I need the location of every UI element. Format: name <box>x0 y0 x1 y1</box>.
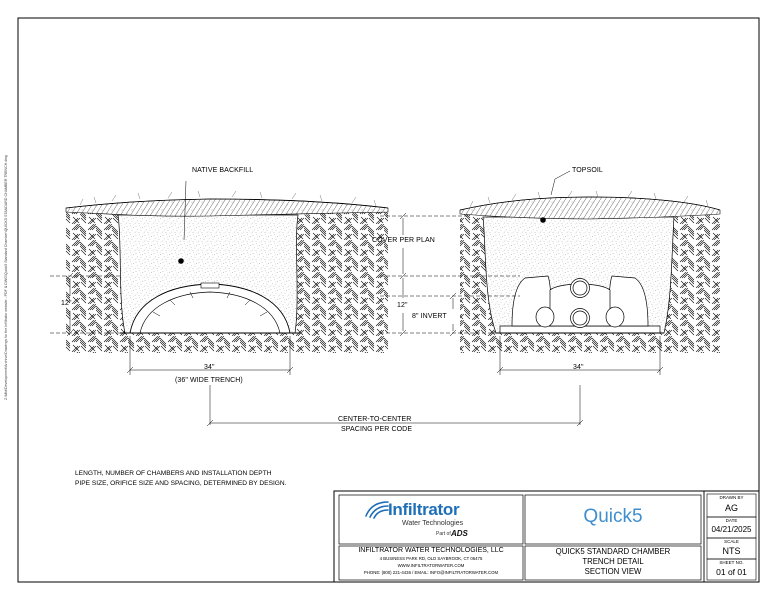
drawing-title-line1: QUICK5 STANDARD CHAMBER <box>555 547 671 556</box>
product-logo: Quick5 <box>583 506 643 527</box>
cover-per-plan-label: COVER PER PLAN <box>372 237 435 244</box>
scale-value: NTS <box>722 546 741 556</box>
ads-logo: ADS <box>451 529 468 538</box>
title-block <box>333 490 760 583</box>
trench-width-label: (36" WIDE TRENCH) <box>175 377 243 384</box>
spacing-per-code-label: SPACING PER CODE <box>341 426 413 433</box>
design-note-line1: LENGTH, NUMBER OF CHAMBERS AND INSTALLAT… <box>75 470 272 477</box>
company-contact: PHONE: (800) 221-4436 / EMAIL: INFO@INFI… <box>363 570 499 575</box>
scale-label: SCALE <box>724 539 739 544</box>
date-value: 04/21/2025 <box>711 525 752 534</box>
drawn-by-value: AG <box>724 503 738 513</box>
company-website: WWW.INFILTRATORWATER.COM <box>397 563 465 568</box>
drawing-title-line3: SECTION VIEW <box>584 567 642 576</box>
topsoil-label: TOPSOIL <box>572 167 603 174</box>
mid-12-label: 12" <box>397 302 408 309</box>
design-note-line2: PIPE SIZE, ORIFICE SIZE AND SPACING, DET… <box>75 480 287 487</box>
sheet-number-value: 01 of 01 <box>716 567 747 577</box>
drawn-by-label: DRAWN BY <box>719 495 744 500</box>
right-34-label: 34" <box>573 364 584 371</box>
file-path-text: Z:\Mkt\Development\Archive\Drawings for … <box>4 155 8 400</box>
part-of-text: Part of <box>436 531 451 537</box>
left-12-label: 12" <box>61 300 72 307</box>
center-dimensions <box>206 212 584 427</box>
native-backfill-label: NATIVE BACKFILL <box>192 167 254 174</box>
brand-name: Infiltrator <box>388 500 460 519</box>
right-topsoil <box>459 196 721 220</box>
right-quick5-chamber <box>499 275 661 334</box>
infiltrator-logo-icon <box>365 501 389 519</box>
invert-label: 8" INVERT <box>412 313 447 320</box>
company-name: INFILTRATOR WATER TECHNOLOGIES, LLC <box>358 547 504 554</box>
right-trench-section <box>459 170 721 375</box>
drawing-title-line2: TRENCH DETAIL <box>582 557 644 566</box>
brand-subtitle: Water Technologies <box>402 520 464 527</box>
center-to-center-label: CENTER-TO-CENTER <box>338 416 412 423</box>
left-trench-section <box>50 180 389 375</box>
left-34-label: 34" <box>204 364 215 371</box>
date-label: DATE <box>725 518 738 523</box>
sheet-number-label: SHEET NO. <box>719 560 744 565</box>
company-address: 4 BUSINESS PARK RD, OLD SAYBROOK, CT 064… <box>379 556 483 561</box>
